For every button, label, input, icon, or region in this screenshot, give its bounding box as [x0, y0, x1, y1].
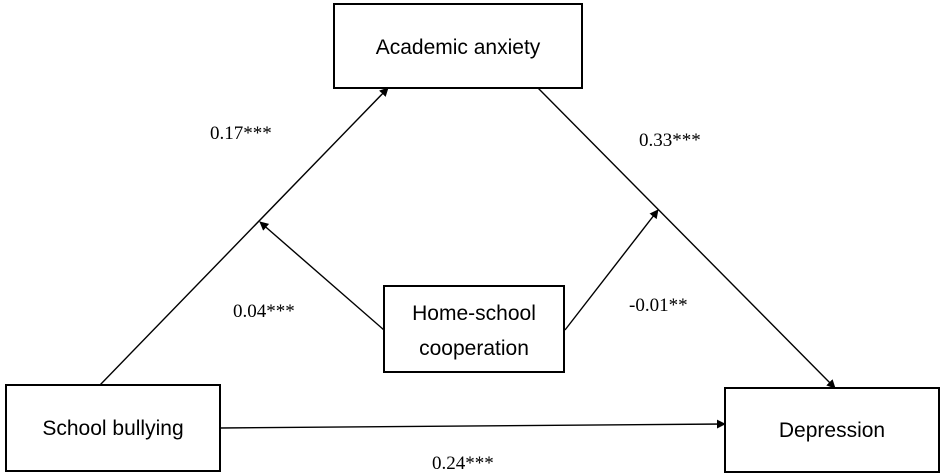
- node-home-school-label-line2: cooperation: [419, 337, 529, 360]
- arrow-anxiety-to-depression: [537, 87, 836, 389]
- node-depression-label: Depression: [779, 419, 885, 442]
- coef-moderation-second-stage: -0.01**: [629, 295, 688, 316]
- arrow-bullying-to-depression: [219, 419, 726, 429]
- arrow-moderator-to-first-stage: [259, 221, 385, 331]
- node-home-school-cooperation: Home-school cooperation: [383, 285, 565, 373]
- coef-bullying-to-anxiety: 0.17***: [210, 123, 272, 144]
- arrow-bullying-to-anxiety: [99, 87, 389, 386]
- arrow-moderator-to-second-stage: [564, 209, 659, 331]
- coef-anxiety-to-depression: 0.33***: [639, 130, 701, 151]
- node-school-bullying-label: School bullying: [42, 417, 183, 440]
- node-academic-anxiety-label: Academic anxiety: [376, 36, 541, 59]
- coef-bullying-to-depression: 0.24***: [432, 453, 494, 474]
- node-depression: Depression: [724, 387, 940, 473]
- node-academic-anxiety: Academic anxiety: [333, 3, 583, 89]
- node-home-school-label-line1: Home-school: [412, 302, 536, 325]
- node-school-bullying: School bullying: [5, 384, 221, 472]
- coef-moderation-first-stage: 0.04***: [233, 301, 295, 322]
